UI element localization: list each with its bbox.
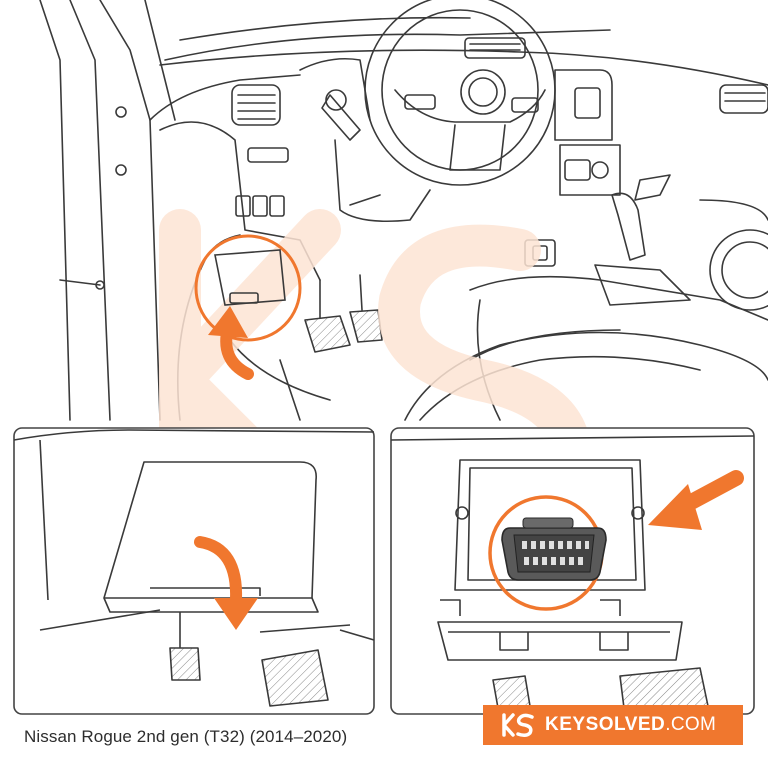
vehicle-caption: Nissan Rogue 2nd gen (T32) (2014–2020) — [24, 727, 348, 746]
obd-location-highlight — [194, 234, 302, 342]
detail-panel-glovebox-open — [13, 427, 375, 715]
dashboard-scene — [39, 0, 768, 421]
curved-arrow-up-icon — [208, 306, 254, 380]
keysolved-brand-banner: KEYSOLVED.COM — [483, 705, 743, 745]
detail-panel-obd-port — [390, 427, 755, 715]
keysolved-logo-icon — [502, 713, 534, 738]
obd-connector — [488, 495, 607, 611]
curved-arrow-down-icon — [194, 536, 258, 630]
brand-name: KEYSOLVED — [545, 714, 666, 735]
brand-domain: .COM — [665, 714, 717, 735]
straight-arrow-icon — [648, 470, 744, 530]
